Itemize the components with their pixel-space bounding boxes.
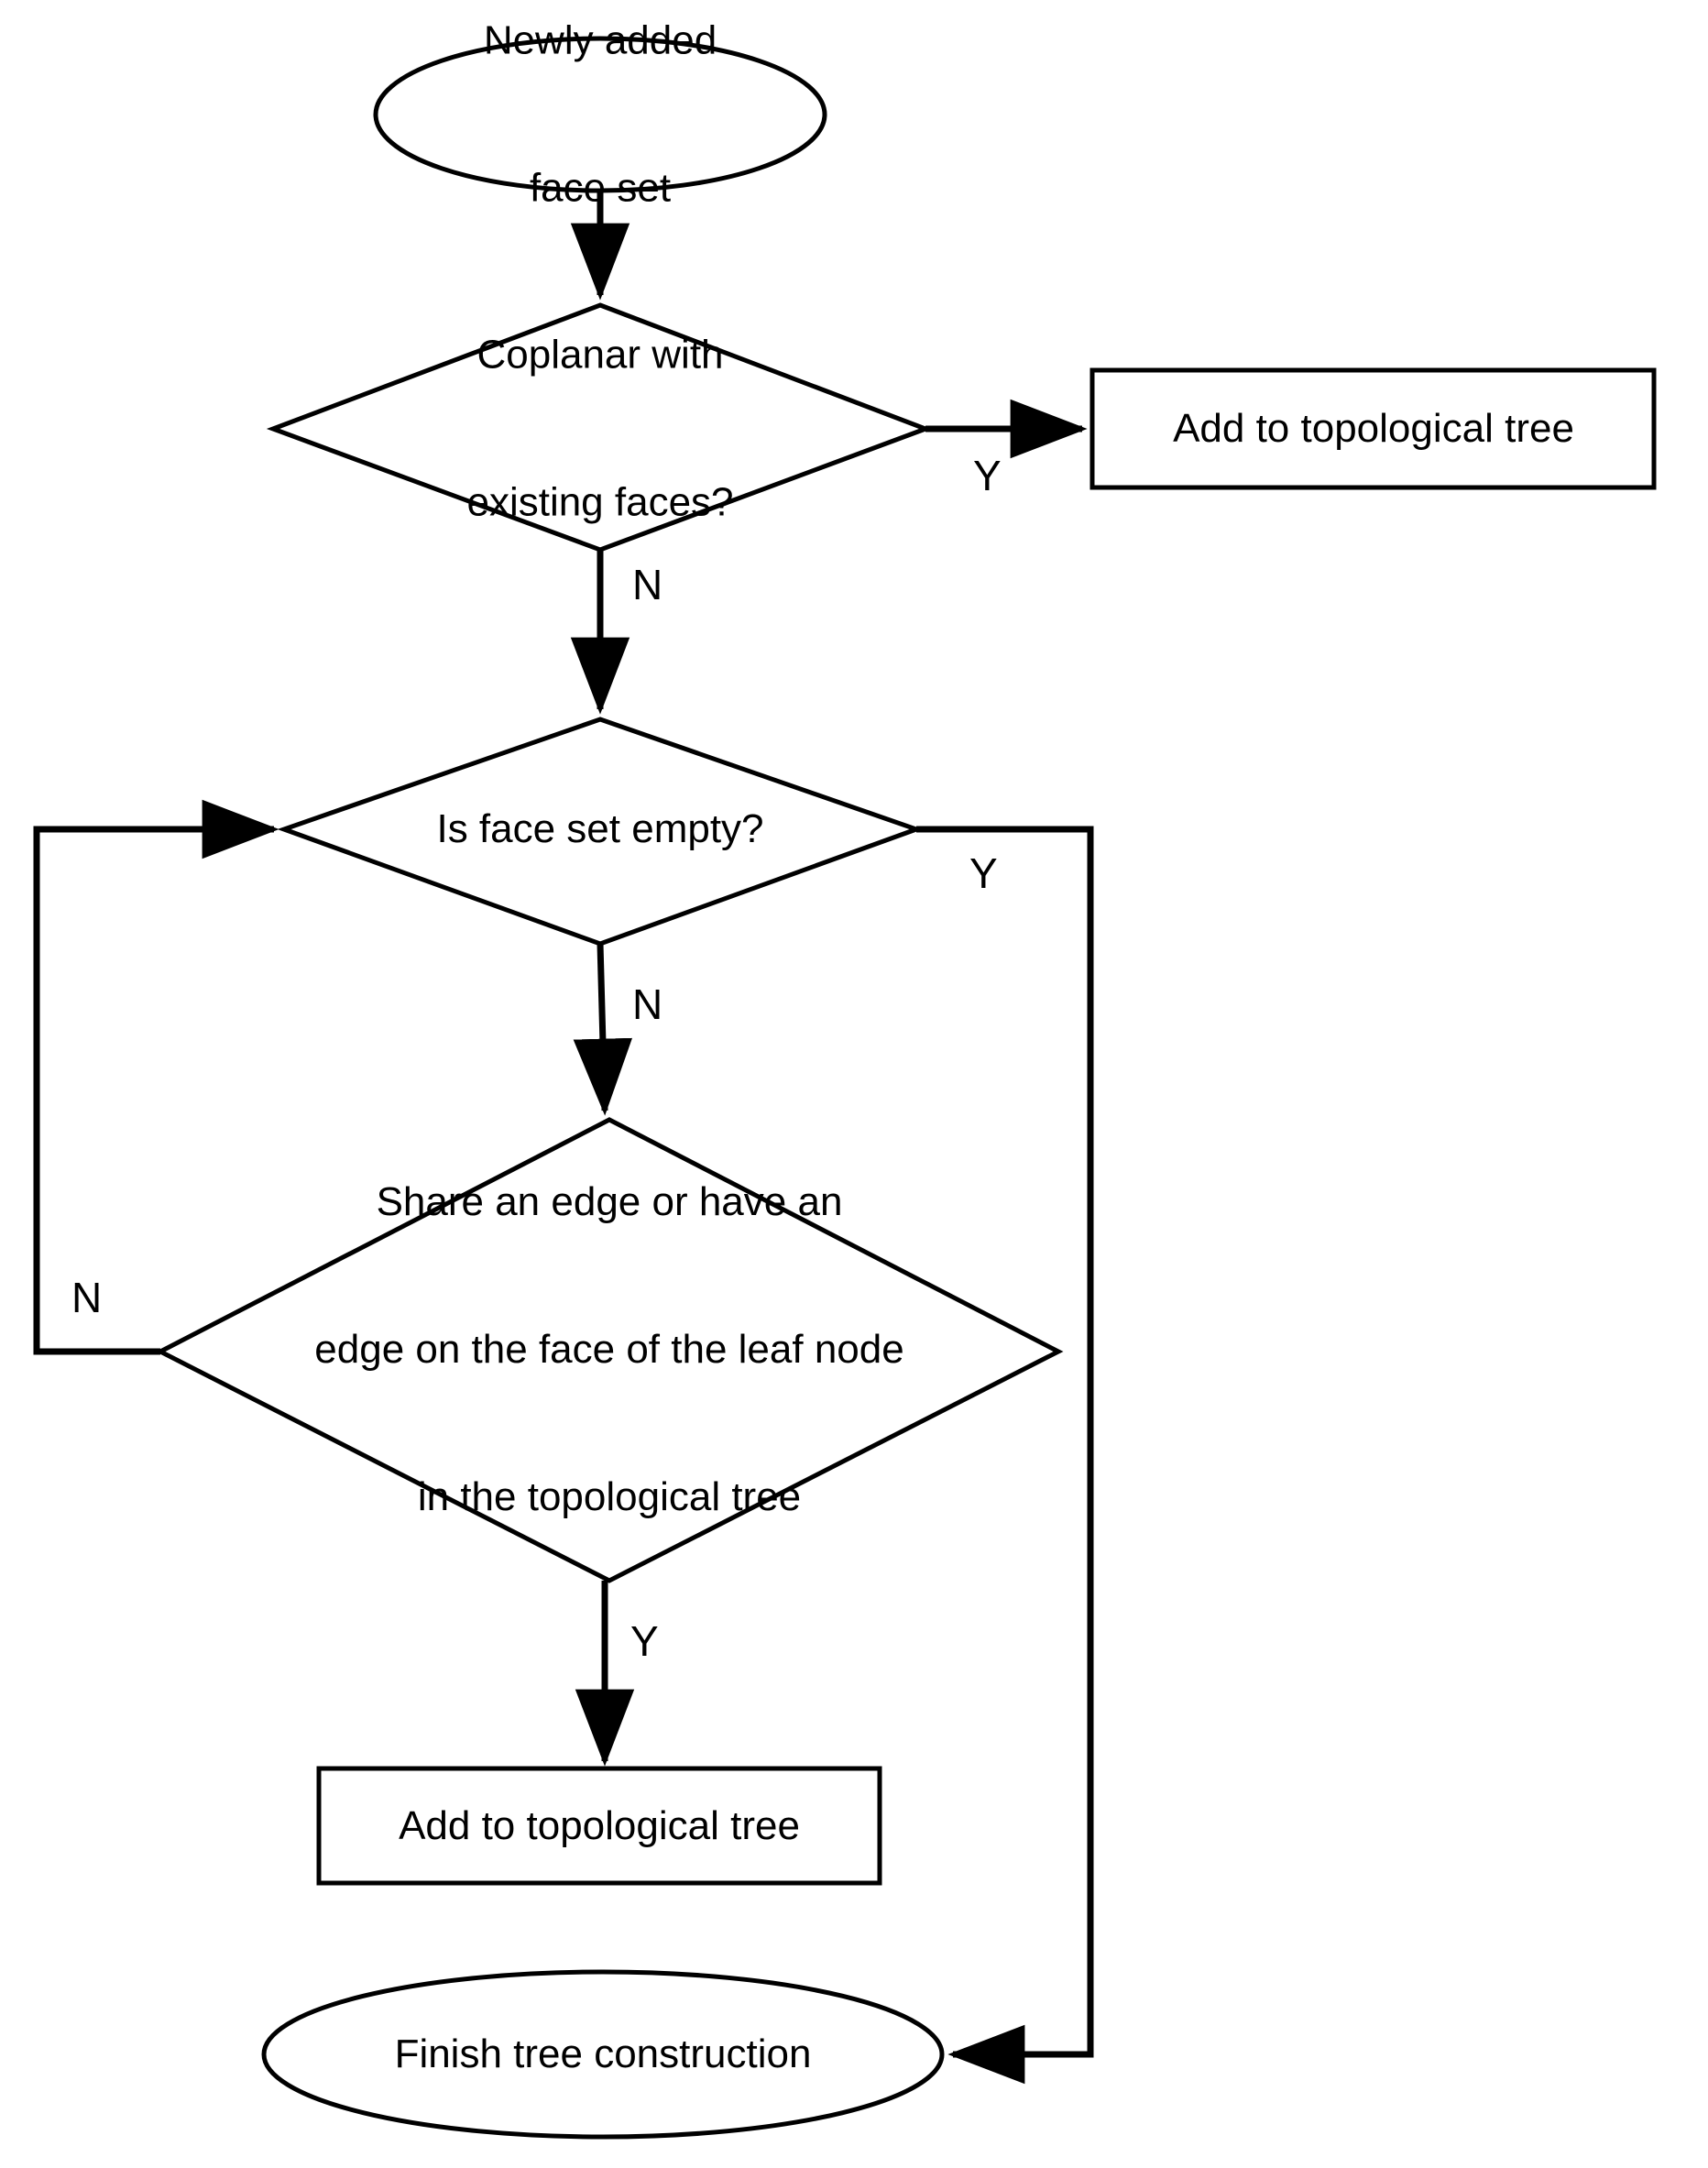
edge-label-share-yes: Y [630, 1617, 659, 1665]
edge-label-coplanar-no: N [632, 561, 663, 608]
end-ellipse-shape [261, 1969, 945, 2140]
decision-share-edge-shape [155, 1117, 1064, 1583]
edge-label-empty-yes: Y [969, 849, 998, 897]
connector-empty-no-to-share-edge [573, 943, 633, 1116]
decision-coplanar-shape [266, 302, 933, 553]
edge-label-coplanar-yes: Y [973, 452, 1002, 499]
connector-empty-yes-to-end [916, 826, 1094, 2085]
connector-share-edge-no-loopback [33, 799, 279, 1355]
add-tree-top-shape [1089, 367, 1657, 490]
add-tree-bottom-shape [316, 1766, 882, 1886]
edge-label-empty-no: N [632, 980, 663, 1028]
start-ellipse-shape [373, 36, 827, 193]
edge-label-share-no: N [71, 1274, 103, 1321]
decision-empty-shape [277, 717, 924, 947]
